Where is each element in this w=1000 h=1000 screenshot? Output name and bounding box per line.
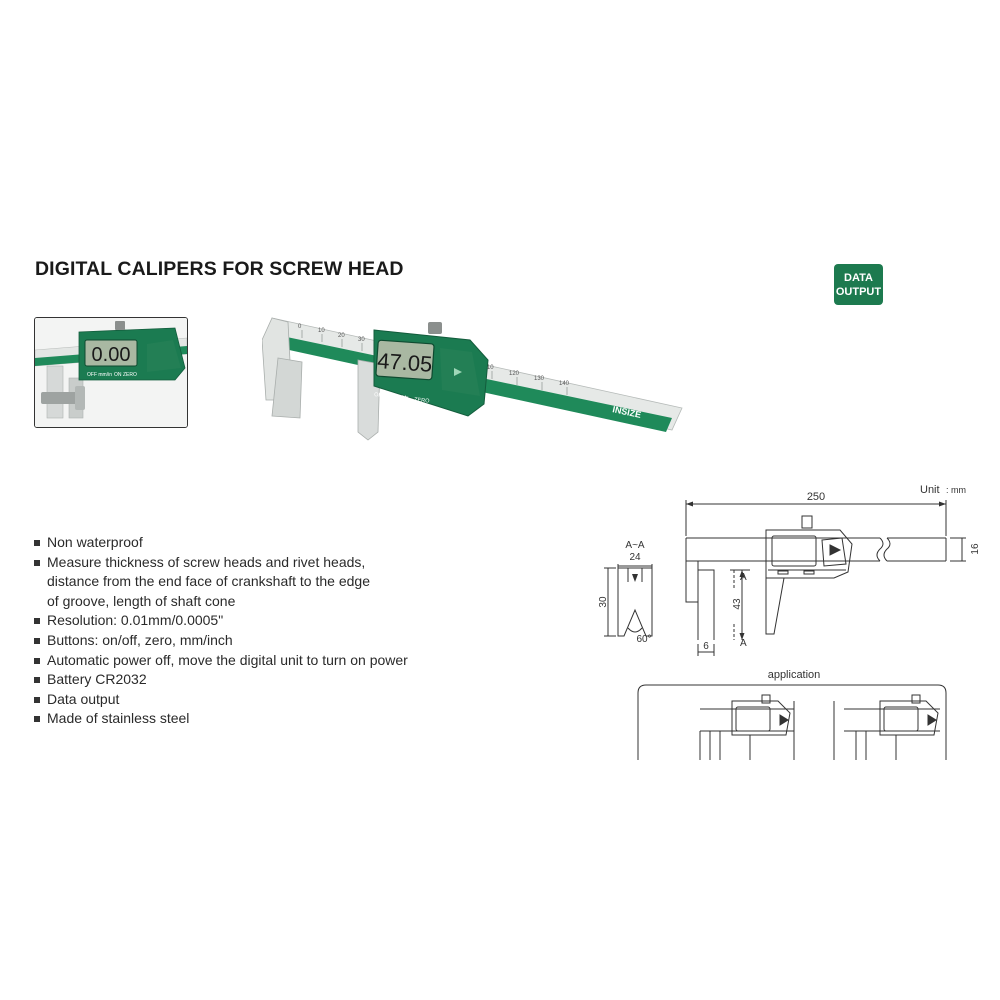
page-title: DIGITAL CALIPERS FOR SCREW HEAD: [35, 258, 404, 280]
scale-mark-30: 30: [358, 337, 365, 343]
scale-mark-130: 130: [534, 376, 545, 382]
feature-item: Non waterproof: [33, 533, 408, 553]
application-label: application: [768, 669, 821, 681]
inset-photo: 0.00 OFF mm/in ON ZERO: [34, 317, 188, 428]
feature-item: Resolution: 0.01mm/0.0005": [33, 611, 408, 631]
feature-item: Data output: [33, 690, 408, 710]
jaw-width-dimension: 6: [703, 641, 709, 652]
unit-value: : mm: [946, 485, 966, 495]
application-drawing: application: [630, 665, 960, 765]
technical-drawing: Unit : mm 250 16 A~A 24 30 60° 43 6 A A: [590, 478, 990, 663]
section-label: A~A: [625, 540, 645, 551]
section-mark-bottom: A: [740, 638, 747, 649]
scale-mark-120: 120: [509, 371, 520, 377]
jaw-depth-dimension: 43: [732, 598, 743, 610]
feature-item: Measure thickness of screw heads and riv…: [33, 553, 408, 573]
product-photo: 0 10 20 30 110 120 130 140 INSIZE 47.05 …: [261, 300, 718, 470]
caliper-illustration: 0 10 20 30 110 120 130 140 INSIZE 47.05 …: [261, 317, 683, 441]
feature-item-continued: distance from the end face of crankshaft…: [47, 573, 370, 590]
button-off-label: OFF mm/inch: [374, 392, 408, 401]
inset-button-on-label: ON: [114, 372, 122, 378]
inset-button-zero-label: ZERO: [123, 372, 137, 378]
section-height: 30: [598, 596, 609, 608]
scale-mark-10: 10: [318, 328, 325, 334]
angle-label: 60°: [636, 634, 651, 645]
length-dimension: 250: [807, 491, 825, 503]
height-dimension: 16: [970, 543, 981, 555]
scale-mark-110: 110: [484, 365, 494, 371]
badge-line-1: DATA: [844, 272, 873, 284]
scale-mark-20: 20: [338, 333, 345, 339]
scale-mark-140: 140: [559, 381, 570, 387]
badge-line-2: OUTPUT: [835, 286, 882, 298]
button-zero-label: ZERO: [414, 397, 431, 405]
feature-item: Buttons: on/off, zero, mm/inch: [33, 631, 408, 651]
application-illustration: application: [637, 669, 947, 760]
feature-list: Non waterproof Measure thickness of scre…: [33, 533, 408, 729]
section-mark-top: A: [740, 572, 747, 583]
inset-caliper-illustration: 0.00 OFF mm/in ON ZERO: [35, 318, 187, 427]
inset-button-off-label: OFF mm/in: [87, 372, 112, 378]
feature-item-continued: of groove, length of shaft cone: [47, 592, 236, 609]
scale-mark-0: 0: [298, 324, 302, 330]
lcd-reading: 47.05: [376, 348, 433, 377]
inset-lcd-reading: 0.00: [92, 344, 131, 366]
button-on-label: ON: [400, 395, 409, 402]
data-output-badge: DATA OUTPUT: [834, 264, 883, 305]
feature-item: Made of stainless steel: [33, 709, 408, 729]
section-width: 24: [629, 552, 641, 563]
feature-item: Battery CR2032: [33, 670, 408, 690]
dimension-drawing: Unit : mm 250 16 A~A 24 30 60° 43 6 A A: [598, 484, 981, 656]
unit-label: Unit: [920, 484, 940, 496]
feature-item: Automatic power off, move the digital un…: [33, 651, 408, 671]
